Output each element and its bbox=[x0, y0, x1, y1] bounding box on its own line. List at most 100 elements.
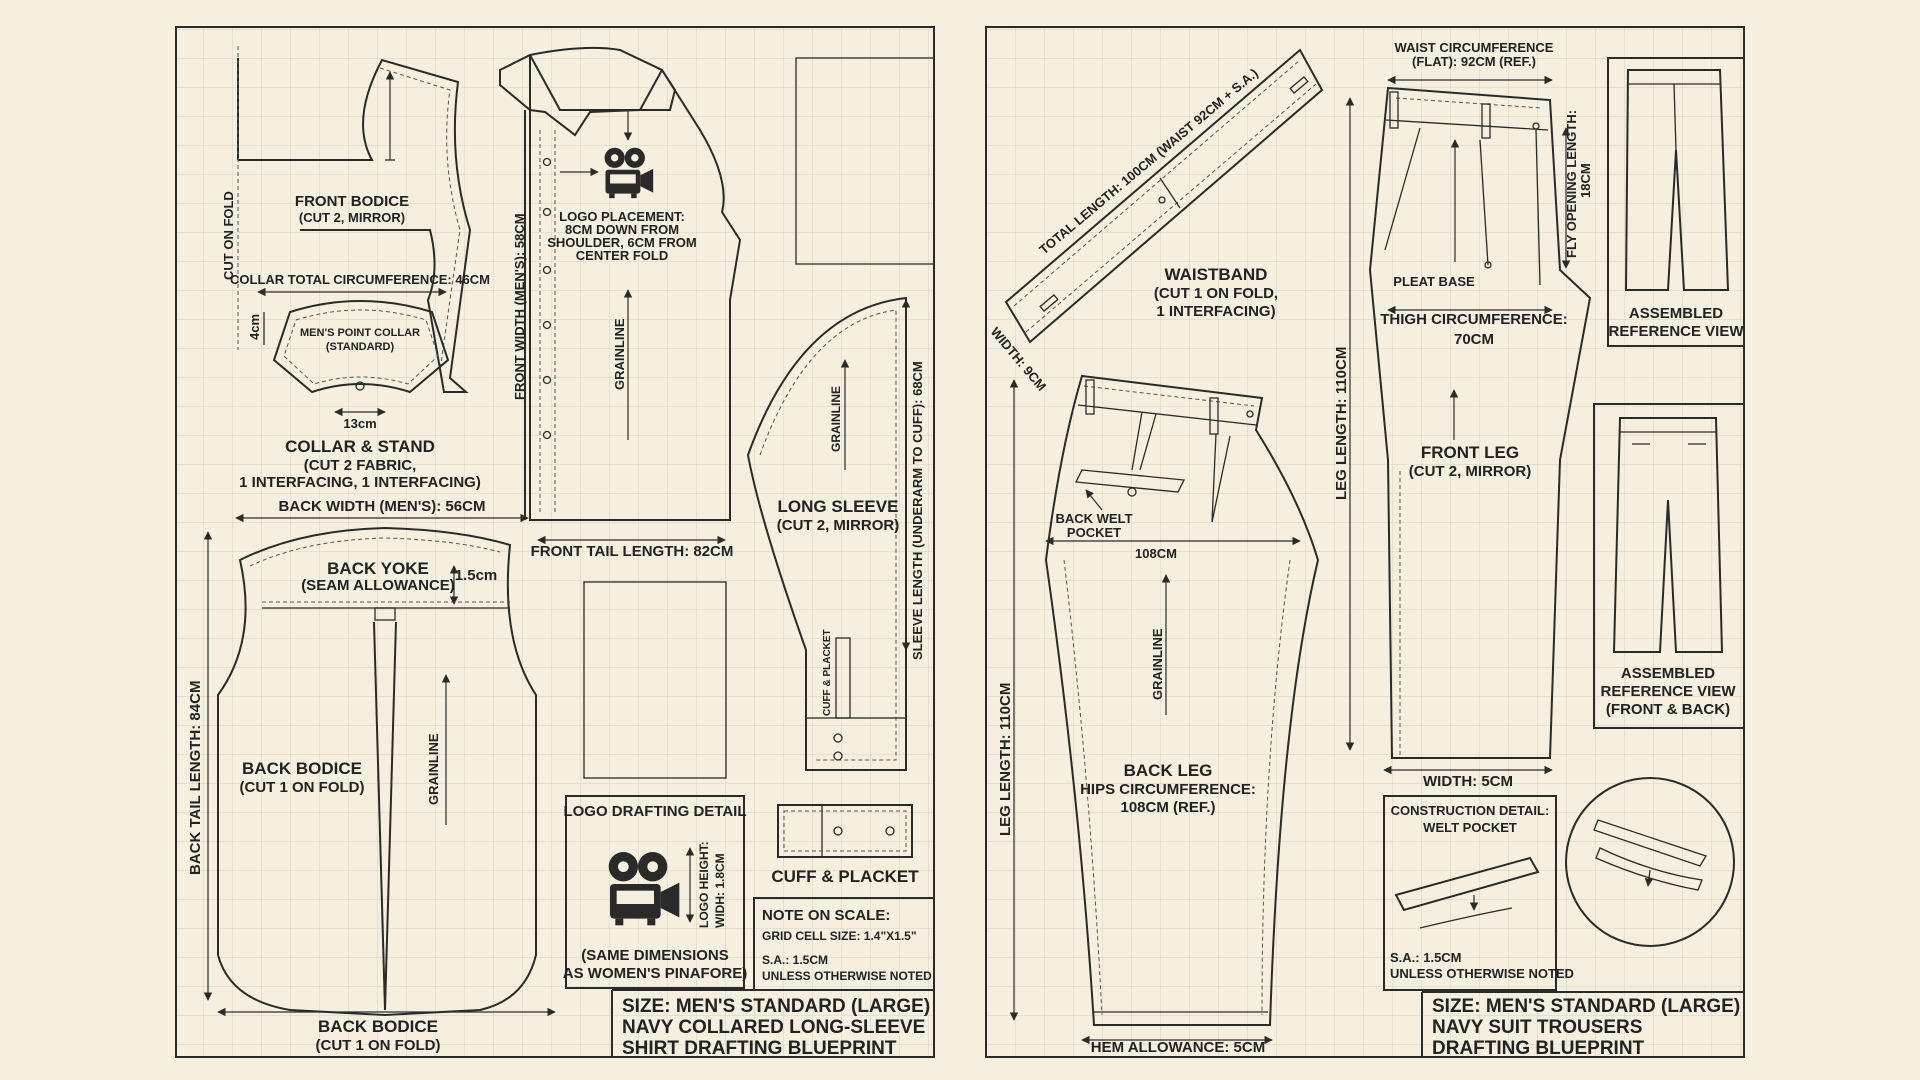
waist-circ-1: WAIST CIRCUMFERENCE bbox=[1395, 40, 1554, 55]
back-bodice-bottom-sub: (CUT 1 ON FOLD) bbox=[316, 1037, 441, 1054]
shirt-size-line-1: SIZE: MEN'S STANDARD (LARGE) bbox=[622, 996, 930, 1017]
scale-note-title: NOTE ON SCALE: bbox=[762, 907, 890, 924]
fly-value-label: 18CM bbox=[1578, 163, 1593, 198]
back-leg-sub-1: HIPS CIRCUMFERENCE: bbox=[1080, 781, 1256, 798]
back-yoke-sub: (SEAM ALLOWANCE) bbox=[301, 577, 455, 594]
assembled-view-1-box bbox=[1607, 57, 1745, 347]
sleeve-title: LONG SLEEVE bbox=[778, 497, 899, 516]
sleeve-sub: (CUT 2, MIRROR) bbox=[777, 517, 900, 534]
back-bodice-sub: (CUT 1 ON FOLD) bbox=[240, 779, 365, 796]
back-welt-label-1: BACK WELT bbox=[1055, 511, 1132, 526]
trousers-size-line-2: NAVY SUIT TROUSERS bbox=[1432, 1017, 1642, 1038]
logo-height-label: LOGO HEIGHT: bbox=[697, 841, 711, 928]
back-grainline-label: GRAINLINE bbox=[426, 733, 441, 805]
shirt-sheet-frame bbox=[175, 26, 935, 1058]
fly-opening-label: FLY OPENING LENGTH: bbox=[1564, 110, 1579, 258]
front-leg-piece bbox=[1345, 75, 1592, 775]
assembled-2-line-2: REFERENCE VIEW bbox=[1600, 683, 1736, 700]
construction-sa: S.A.: 1.5CM bbox=[1390, 950, 1462, 965]
back-leg-sub-2: 108CM (REF.) bbox=[1120, 799, 1215, 816]
waistband-piece bbox=[1004, 48, 1324, 344]
front-tail-label: FRONT TAIL LENGTH: 82CM bbox=[531, 543, 734, 560]
pleat-base-label: PLEAT BASE bbox=[1393, 274, 1475, 289]
logo-detail-note-2: AS WOMEN'S PINAFORE) bbox=[563, 965, 747, 982]
back-welt-label-2: POCKET bbox=[1067, 525, 1121, 540]
logo-detail-note-1: (SAME DIMENSIONS bbox=[581, 947, 729, 964]
back-leg-title: BACK LEG bbox=[1124, 761, 1213, 780]
front-bodice-sub: (CUT 2, MIRROR) bbox=[299, 210, 405, 225]
back-bodice-title: BACK BODICE bbox=[242, 759, 362, 778]
front-grainline-label: GRAINLINE bbox=[612, 318, 627, 390]
collar-height-label: 4cm bbox=[247, 314, 262, 340]
sleeve-placket-label: CUFF & PLACKET bbox=[822, 629, 833, 716]
back-grainline-trousers-label: GRAINLINE bbox=[1150, 628, 1165, 700]
collar-piece bbox=[257, 287, 450, 417]
construction-detail-box bbox=[1383, 795, 1557, 991]
thigh-value-label: 70CM bbox=[1454, 331, 1494, 348]
assembled-view-2-box bbox=[1593, 403, 1745, 729]
assembled-1-line-1: ASSEMBLED bbox=[1629, 305, 1723, 322]
collar-circumference-label: COLLAR TOTAL CIRCUMFERENCE: 46CM bbox=[230, 272, 490, 287]
front-leg-sub: (CUT 2, MIRROR) bbox=[1409, 463, 1532, 480]
back-leg-length-label: LEG LENGTH: 110CM bbox=[997, 683, 1014, 836]
blank-panel-top bbox=[795, 57, 935, 265]
shirt-size-line-3: SHIRT DRAFTING BLUEPRINT bbox=[622, 1038, 897, 1059]
back-yoke-title: BACK YOKE bbox=[327, 559, 429, 578]
logo-placement-2: 8CM DOWN FROM bbox=[565, 222, 679, 237]
logo-placement-4: CENTER FOLD bbox=[576, 248, 668, 263]
assembled-2-line-1: ASSEMBLED bbox=[1621, 665, 1715, 682]
collar-label-1: MEN'S POINT COLLAR bbox=[300, 327, 420, 339]
scale-note-sa: S.A.: 1.5CM bbox=[762, 953, 828, 967]
logo-placement-3: SHOULDER, 6CM FROM bbox=[547, 235, 697, 250]
collar-title: COLLAR & STAND bbox=[285, 437, 435, 456]
logo-detail-title: LOGO DRAFTING DETAIL bbox=[563, 803, 746, 820]
front-width-label: FRONT WIDTH (MEN'S): 58CM bbox=[512, 213, 527, 400]
front-leg-title: FRONT LEG bbox=[1421, 443, 1519, 462]
collar-sub-2: 1 INTERFACING, 1 INTERFACING) bbox=[239, 474, 481, 491]
back-bodice-bottom-title: BACK BODICE bbox=[318, 1017, 438, 1036]
collar-sub-1: (CUT 2 FABRIC, bbox=[304, 457, 417, 474]
assembled-1-line-2: REFERENCE VIEW bbox=[1608, 323, 1744, 340]
thigh-label: THIGH CIRCUMFERENCE: bbox=[1380, 311, 1568, 328]
hips-108-label: 108CM bbox=[1135, 546, 1177, 561]
cut-on-fold-label: CUT ON FOLD bbox=[221, 191, 236, 280]
front-shirt-piece bbox=[499, 46, 742, 545]
trousers-sheet-grid bbox=[986, 27, 1744, 1057]
sleeve-length-label: SLEEVE LENGTH (UNDERARM TO CUFF): 68CM bbox=[910, 361, 925, 660]
shirt-size-line-2: NAVY COLLARED LONG-SLEEVE bbox=[622, 1017, 925, 1038]
construction-title-2: WELT POCKET bbox=[1423, 820, 1517, 835]
front-leg-length-label: LEG LENGTH: 110CM bbox=[1333, 347, 1350, 500]
back-leg-piece bbox=[1009, 374, 1320, 1045]
back-width-label: BACK WIDTH (MEN'S): 56CM bbox=[279, 498, 486, 515]
front-leg-width-label: WIDTH: 5CM bbox=[1423, 773, 1513, 790]
front-bodice-title: FRONT BODICE bbox=[295, 193, 409, 210]
trousers-size-line-3: DRAFTING BLUEPRINT bbox=[1432, 1038, 1645, 1059]
construction-unless: UNLESS OTHERWISE NOTED bbox=[1390, 966, 1574, 981]
logo-width-label: WIDH: 1.8CM bbox=[713, 853, 727, 928]
hem-allowance-label: HEM ALLOWANCE: 5CM bbox=[1091, 1039, 1265, 1056]
assembled-trousers-back-drawing bbox=[1612, 417, 1724, 653]
long-sleeve-piece bbox=[746, 296, 911, 771]
construction-title-1: CONSTRUCTION DETAIL: bbox=[1391, 803, 1550, 818]
logo-detail-box bbox=[565, 795, 745, 989]
logo-placement-1: LOGO PLACEMENT: bbox=[559, 209, 685, 224]
collar-width-label: 13cm bbox=[343, 416, 376, 431]
welt-pocket-drawing bbox=[1394, 856, 1540, 929]
welt-circle-detail bbox=[1565, 777, 1735, 947]
back-yoke-dim: 1.5cm bbox=[455, 567, 498, 584]
waistband-title: WAISTBAND bbox=[1165, 265, 1268, 284]
back-tail-label: BACK TAIL LENGTH: 84CM bbox=[187, 681, 204, 875]
back-bodice-piece bbox=[203, 513, 556, 1017]
assembled-trousers-front-drawing bbox=[1624, 69, 1730, 291]
trousers-size-line-1: SIZE: MEN'S STANDARD (LARGE) bbox=[1432, 996, 1740, 1017]
assembled-2-line-3: (FRONT & BACK) bbox=[1606, 701, 1730, 718]
waistband-sub-2: 1 INTERFACING) bbox=[1156, 303, 1275, 320]
waist-circ-2: (FLAT): 92CM (REF.) bbox=[1412, 54, 1536, 69]
sleeve-grainline-label: GRAINLINE bbox=[829, 386, 843, 452]
scale-note-grid: GRID CELL SIZE: 1.4"X1.5" bbox=[762, 929, 917, 943]
scale-note-unless: UNLESS OTHERWISE NOTED bbox=[762, 969, 932, 983]
blank-panel-middle bbox=[583, 581, 727, 779]
waistband-sub-1: (CUT 1 ON FOLD, bbox=[1154, 285, 1278, 302]
